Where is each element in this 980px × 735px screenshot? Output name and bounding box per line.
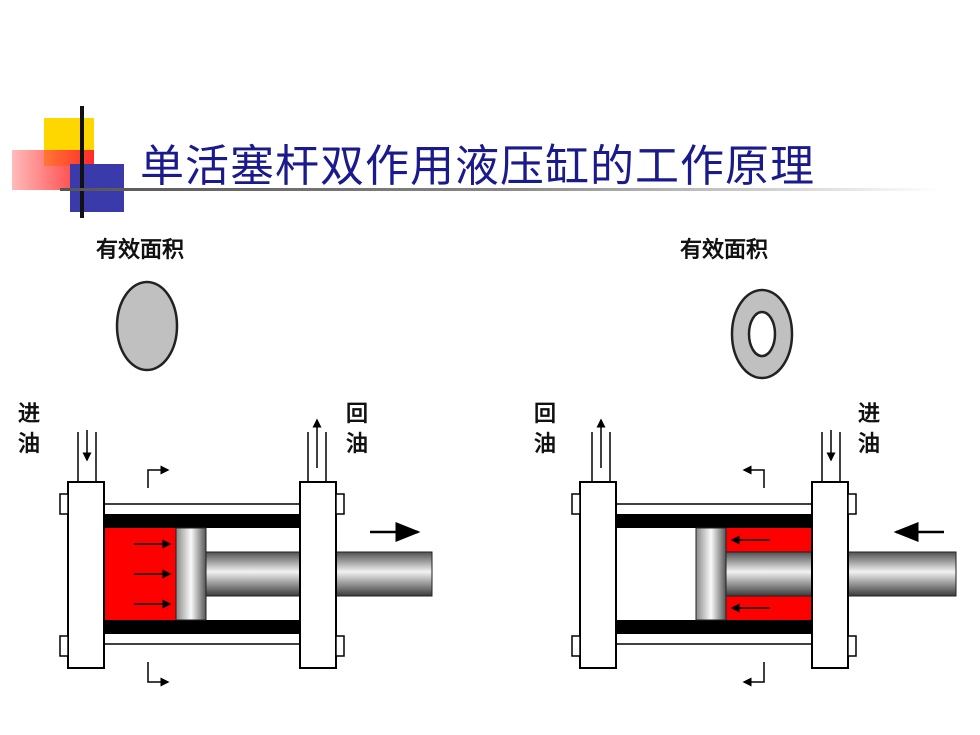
page-title: 单活塞杆双作用液压缸的工作原理 bbox=[140, 141, 815, 192]
right-cap-end bbox=[579, 481, 617, 669]
left-piston bbox=[175, 527, 207, 621]
title-underline bbox=[60, 188, 940, 191]
left-rod-end bbox=[299, 481, 337, 669]
left-outlet-label: 回油 bbox=[345, 402, 368, 457]
left-inlet-label: 进油 bbox=[17, 402, 40, 457]
decor-vertical-line bbox=[80, 106, 84, 218]
right-rod-end bbox=[811, 481, 849, 669]
left-cap-end bbox=[67, 481, 105, 669]
right-area-label: 有效面积 bbox=[680, 238, 769, 263]
left-area-disc bbox=[115, 280, 179, 372]
right-inlet-label: 进油 bbox=[857, 402, 880, 457]
right-area-hole bbox=[747, 310, 777, 358]
right-cylinder bbox=[571, 418, 957, 687]
left-cylinder bbox=[59, 418, 433, 687]
left-area-label: 有效面积 bbox=[96, 238, 185, 263]
right-outlet-label: 回油 bbox=[533, 402, 556, 457]
right-piston bbox=[695, 527, 727, 621]
